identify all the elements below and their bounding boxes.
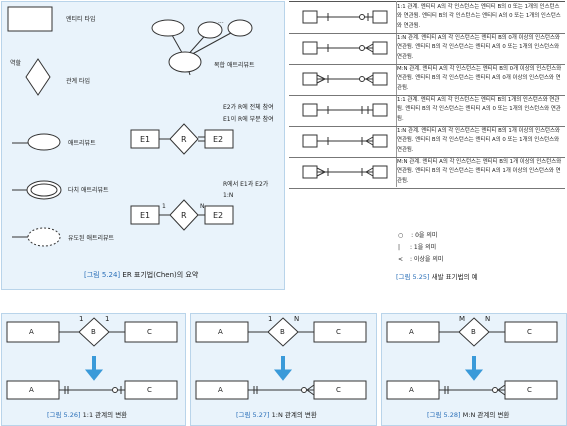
crowsfoot-row-symbol (302, 103, 388, 117)
conversion-right-entity: C (147, 328, 152, 336)
entity-e1-b: E1 (140, 211, 151, 220)
ellipsis-label: ... (218, 18, 224, 25)
conversion-card-left: M (459, 315, 466, 323)
legend-zero: ○ : 0을 의미 (398, 232, 437, 239)
conversion-card-right: 1 (105, 315, 110, 323)
composite-label: 복합 애트리뷰트 (214, 62, 255, 69)
crowsfoot-row-symbol (302, 72, 388, 86)
derived-label: 유도된 애트리뷰트 (68, 235, 115, 242)
figure-5-24-caption: [그림 5.24] ER 표기법(Chen)의 요약 (84, 270, 198, 280)
participation-note-2: E1이 R에 부분 참여 (223, 116, 274, 123)
conversion-card-right: N (485, 315, 491, 323)
crowsfoot-row-symbol (302, 10, 388, 24)
caption-number: [그림 5.26] (47, 411, 81, 419)
conversion-right-table: C (336, 386, 341, 394)
crowsfoot-row-desc: M:N 관계. 엔티티 A의 각 인스턴스는 엔티티 B의 1개 이상의 인스턴… (397, 159, 562, 184)
crowsfoot-row-symbol (302, 134, 388, 148)
legend-zero-text: : 0을 의미 (411, 232, 438, 239)
caption-number: [그림 5.24] (84, 271, 121, 279)
multivalued-label: 다치 애트리뷰트 (68, 187, 109, 194)
crowsfoot-row-symbol (302, 41, 388, 55)
caption-text: ER 표기법(Chen)의 요약 (122, 271, 199, 279)
relationship-label: 관계 타입 (66, 78, 90, 85)
conversion-left-entity: A (29, 328, 34, 336)
conversion-card-left: 1 (268, 315, 273, 323)
entity-e2: E2 (213, 135, 224, 144)
derived-attribute-symbol (27, 227, 61, 247)
caption-text: 새발 표기법의 예 (431, 273, 478, 281)
composite-attribute-symbol (151, 19, 253, 76)
crowsfoot-row-desc: 1:N 관계. 엔티티 A의 각 인스턴스는 엔티티 B의 0개 이상의 인스턴… (397, 35, 560, 60)
legend-zero-symbol: ○ (398, 232, 404, 239)
conversion-left-entity: A (409, 328, 414, 336)
crowsfoot-row-desc: 1:N 관계. 엔티티 A의 각 인스턴스는 엔티티 B의 1개 이상의 인스턴… (397, 128, 560, 153)
cardinality-one: 1 (162, 203, 166, 210)
role-label: 역할 (10, 60, 22, 67)
attribute-symbol (27, 133, 61, 151)
conversion-right-entity: C (336, 328, 341, 336)
legend-one-symbol: | (398, 244, 401, 251)
crowsfoot-row-symbol (302, 165, 388, 179)
caption-number: [그림 5.27] (236, 411, 270, 419)
attribute-label: 애트리뷰트 (68, 140, 96, 147)
conversion-caption: [그림 5.28] M:N 관계의 변환 (427, 409, 509, 419)
conversion-caption: [그림 5.27] 1:N 관계의 변환 (236, 409, 317, 419)
legend-many: < : 이상을 의미 (398, 256, 443, 263)
caption-text: 1:1 관계의 변환 (82, 411, 128, 419)
conversion-card-right: N (294, 315, 300, 323)
conversion-relationship: B (280, 328, 285, 336)
caption-text: M:N 관계의 변환 (462, 411, 510, 419)
conversion-left-table: A (29, 386, 34, 394)
entity-rect-symbol (7, 6, 53, 32)
legend-one: | : 1을 의미 (398, 244, 436, 251)
cardinality-note-2: 1:N (223, 192, 234, 199)
crowsfoot-row-desc: 1:1 관계. 엔티티 A의 각 인스턴스는 엔티티 B의 0 또는 1개의 인… (397, 4, 561, 29)
conversion-right-table: C (527, 386, 532, 394)
caption-number: [그림 5.28] (427, 411, 461, 419)
conversion-right-table: C (147, 386, 152, 394)
relationship-diamond-symbol (25, 58, 51, 96)
crowsfoot-row-desc: 1:1 관계. 엔티티 A의 각 인스턴스는 엔티티 B의 1개의 인스턴스와 … (397, 97, 561, 122)
conversion-caption: [그림 5.26] 1:1 관계의 변환 (47, 409, 127, 419)
conversion-diagram (386, 317, 558, 400)
caption-number: [그림 5.25] (396, 273, 430, 281)
cardinality-note-1: R에서 E1과 E2가 (223, 181, 269, 188)
cardinality-many: N (200, 203, 205, 210)
conversion-card-left: 1 (79, 315, 84, 323)
entity-e1: E1 (140, 135, 151, 144)
legend-one-text: : 1을 의미 (409, 244, 437, 251)
conversion-left-table: A (218, 386, 223, 394)
conversion-diagram (6, 317, 178, 400)
conversion-relationship: B (471, 328, 476, 336)
legend-many-text: : 이상을 의미 (409, 256, 444, 263)
caption-text: 1:N 관계의 변환 (271, 411, 317, 419)
relationship-r-b: R (181, 211, 187, 220)
participation-note-1: E2가 R에 전체 참여 (223, 104, 274, 111)
conversion-left-entity: A (218, 328, 223, 336)
conversion-right-entity: C (527, 328, 532, 336)
figure-5-25-caption: [그림 5.25] 새발 표기법의 예 (396, 271, 478, 281)
entity-label: 엔티티 타입 (66, 16, 96, 23)
conversion-diagram (195, 317, 367, 400)
relationship-r: R (181, 135, 187, 144)
conversion-relationship: B (91, 328, 96, 336)
entity-e2-b: E2 (213, 211, 224, 220)
crowsfoot-row-desc: M:N 관계. 엔티티 A의 각 인스턴스는 엔티티 B의 0개 이상의 인스턴… (397, 66, 562, 91)
conversion-left-table: A (409, 386, 414, 394)
legend-many-symbol: < (398, 256, 404, 263)
